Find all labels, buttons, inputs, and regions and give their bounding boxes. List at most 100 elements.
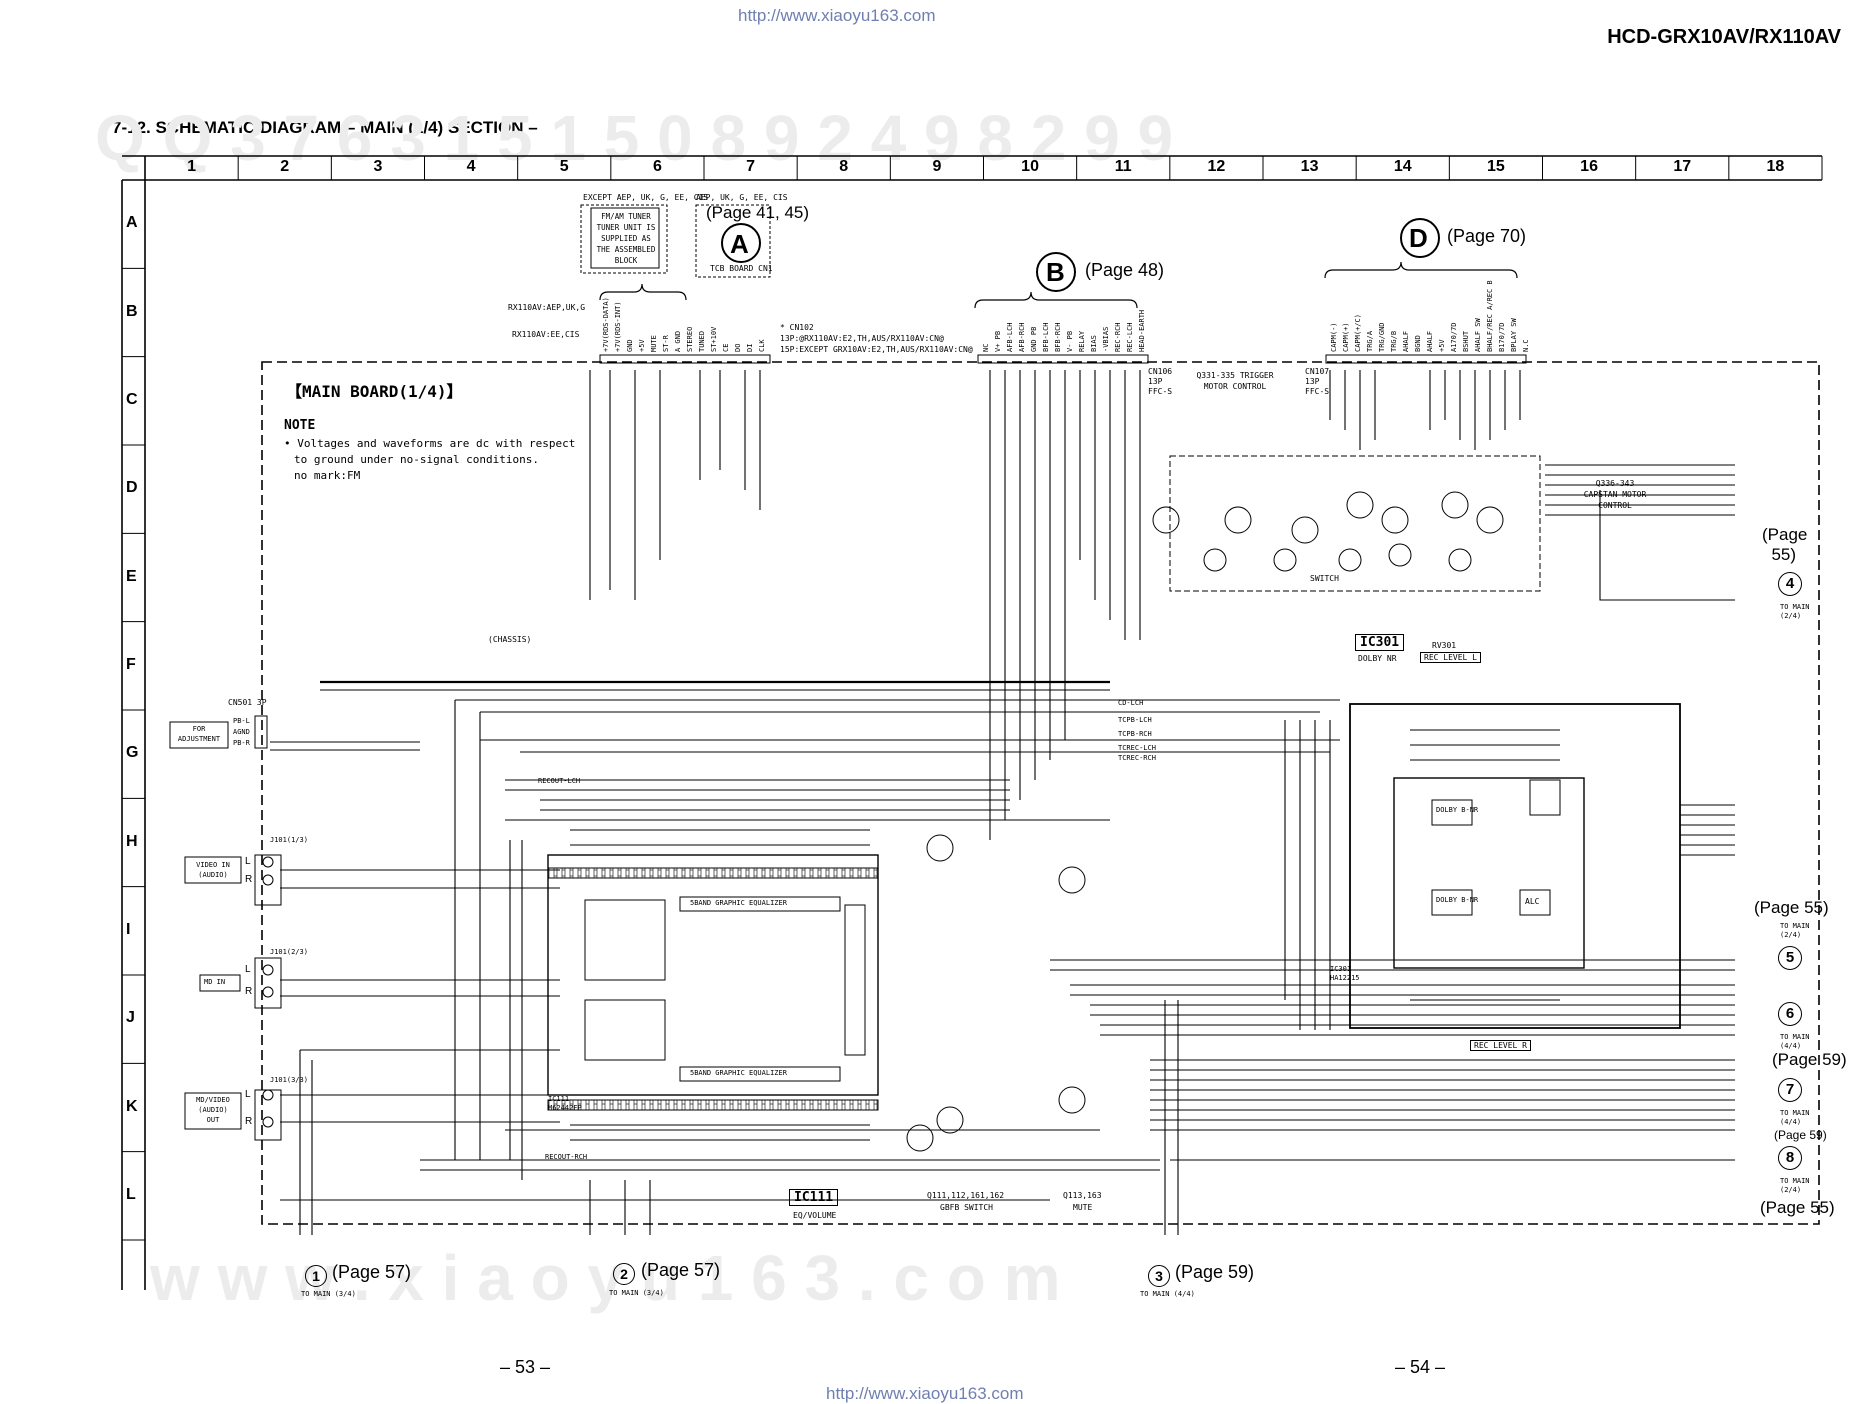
eq-band-bottom: 5BAND GRAPHIC EQUALIZER: [690, 1069, 787, 1077]
bottom-circle-1: 1: [305, 1265, 327, 1287]
pins-cn107-pin-16: BPLAY SW: [1510, 318, 1518, 352]
right-page59-small[interactable]: (Page 59): [1774, 1128, 1827, 1142]
right-page55-bot[interactable]: (Page 55): [1760, 1198, 1835, 1217]
connector-a-page[interactable]: (Page 41, 45): [706, 203, 810, 222]
pins-cn107-pin-14: BHALF/REC A/REC B: [1486, 280, 1494, 352]
jack2-l: L: [245, 964, 251, 975]
ic111-part: IC111 M62442FP: [548, 1095, 582, 1112]
svg-text:w w w . x i a o y u 1 6 3 . c: w w w . x i a o y u 1 6 3 . c o m: [149, 1242, 1061, 1314]
pins-cn107-pin-17: N.C: [1522, 339, 1530, 352]
grid-row-L: L: [126, 1185, 136, 1203]
bottom-to-main-2: TO MAIN (3/4): [609, 1289, 664, 1297]
grid-row-B: B: [126, 302, 138, 320]
pins-cn106-pin-8: V- PB: [1066, 330, 1074, 352]
pins-cn102-pin-4: +5V: [638, 339, 646, 352]
transistors-q: [906, 834, 1086, 1152]
ic301-area: [1349, 703, 1681, 1029]
ic111-sub: EQ/VOLUME: [793, 1211, 837, 1220]
right-circle-8: 8: [1778, 1146, 1802, 1170]
sig-recout-rch: RECOUT-RCH: [545, 1153, 588, 1161]
grid-col-6: 6: [652, 158, 662, 175]
pins-cn106-pin-6: BFB-LCH: [1042, 322, 1050, 352]
pins-cn106-pin-3: AFB-LCH: [1006, 322, 1014, 352]
bottom-circle-2: 2: [613, 1263, 635, 1285]
pins-cn102-pin-6: ST-R: [662, 335, 670, 352]
pins-cn106-pin-12: REC-RCH: [1114, 322, 1122, 352]
right-circle-7: 7: [1778, 1078, 1802, 1102]
bottom-page57-2[interactable]: (Page 57): [641, 1260, 721, 1280]
dolby-bnr-1: DOLBY B-NR: [1436, 806, 1479, 814]
bottom-page59-3[interactable]: (Page 59): [1175, 1262, 1255, 1282]
svg-text:Q Q 3 7 6 3 1 5 1 5 0 8 9 2: Q Q 3 7 6 3 1 5 1 5 0 8 9 2 4 9 8 2 9 9: [95, 102, 1173, 174]
right-circle-6: 6: [1778, 1002, 1802, 1026]
cn106-strip: [977, 354, 1149, 364]
note-line-1: • Voltages and waveforms are dc with res…: [284, 437, 576, 450]
pins-cn102-pin-9: TUNED: [698, 330, 706, 352]
note-title: NOTE: [284, 418, 316, 433]
tuner-except-label: EXCEPT AEP, UK, G, EE, CIS: [583, 193, 709, 202]
cn501-pin-1: PB-L: [233, 717, 250, 725]
switch-label: SWITCH: [1310, 574, 1339, 583]
eq-band-top: 5BAND GRAPHIC EQUALIZER: [690, 899, 787, 907]
grid-row-A: A: [126, 214, 138, 232]
sig-tcpb-lch: TCPB-LCH: [1118, 716, 1152, 724]
grid-frame: [121, 155, 1822, 1290]
j101-1-label: J101(1/3): [270, 836, 308, 844]
connector-d-page[interactable]: (Page 70): [1447, 226, 1527, 246]
q111-label: Q111,112,161,162: [927, 1191, 1005, 1200]
pins-cn102-pin-13: DI: [746, 343, 754, 352]
md-video-1: MD/VIDEO: [196, 1096, 230, 1104]
pins-cn102-pin-8: STEREO: [686, 326, 694, 352]
pins-cn107-pin-5: TRG/GND: [1378, 322, 1386, 352]
md-video-3: OUT: [206, 1116, 220, 1124]
pins-cn107-pin-8: BGND: [1414, 335, 1422, 352]
alc-label: ALC: [1525, 897, 1540, 906]
tuner-block: [580, 204, 771, 278]
dolby-nr-label: DOLBY NR: [1358, 654, 1397, 663]
jack3-r: R: [245, 1116, 253, 1127]
grid-col-3: 3: [373, 158, 383, 175]
q336-label: Q336-343 CAPSTAN MOTOR CONTROL: [1583, 479, 1647, 510]
pins-cn102-pin-3: GND: [626, 339, 634, 352]
note-line-3: no mark:FM: [294, 469, 361, 482]
grid-row-F: F: [126, 655, 136, 673]
bus-wires: [270, 370, 1735, 1235]
for-adjustment: FOR ADJUSTMENT: [172, 724, 226, 744]
bottom-page57-1[interactable]: (Page 57): [332, 1262, 412, 1282]
grid-row-K: K: [126, 1097, 138, 1115]
j101-2-label: J101(2/3): [270, 948, 308, 956]
main-board-outline: [261, 361, 1820, 1225]
grid-col-4: 4: [466, 158, 476, 175]
connector-b-letter: B: [1046, 257, 1065, 287]
for-adj-2: ADJUSTMENT: [177, 735, 221, 743]
pins-cn106-pin-10: BIAS: [1090, 335, 1098, 352]
q113-label: Q113,163: [1063, 1191, 1102, 1200]
tuner-line-2: TUNER UNIT IS: [596, 223, 656, 232]
header-url[interactable]: http://www.xiaoyu163.com: [738, 6, 936, 25]
pins-cn107-pin-1: CAPM(-): [1330, 322, 1338, 352]
connector-b-page[interactable]: (Page 48): [1085, 260, 1165, 280]
tuner-line-1: FM/AM TUNER: [601, 212, 651, 221]
rec-level-l: REC LEVEL L: [1420, 652, 1481, 663]
chassis-label: (CHASSIS): [488, 635, 532, 644]
sig-recout-lch: RECOUT-LCH: [538, 777, 581, 785]
model-title: HCD-GRX10AV/RX110AV: [1607, 26, 1841, 48]
pins-cn102-pin-7: A GND: [674, 330, 682, 352]
jack1-r: R: [245, 874, 253, 885]
grid-col-10: 10: [1021, 158, 1039, 175]
grid-row-G: G: [126, 744, 139, 762]
sig-tcpb-rch: TCPB-RCH: [1118, 730, 1152, 738]
grid-col-8: 8: [839, 158, 849, 175]
grid-col-15: 15: [1487, 158, 1505, 175]
pins-cn107-pin-3: CAPM(+/C): [1354, 314, 1362, 352]
right-page55-mid[interactable]: (Page 55): [1754, 898, 1829, 917]
footer-url[interactable]: http://www.xiaoyu163.com: [826, 1384, 1024, 1403]
cn102-strip: [599, 354, 771, 364]
right-page55-top[interactable]: (Page 55): [1762, 525, 1808, 564]
right-page59[interactable]: (Page 59): [1772, 1050, 1847, 1069]
ic111-label: IC111: [789, 1189, 839, 1206]
ic301-label: IC301: [1355, 634, 1405, 651]
tuner-box-text: FM/AM TUNER TUNER UNIT IS SUPPLIED AS TH…: [593, 211, 659, 266]
note-line-2: to ground under no-signal conditions.: [294, 453, 540, 466]
